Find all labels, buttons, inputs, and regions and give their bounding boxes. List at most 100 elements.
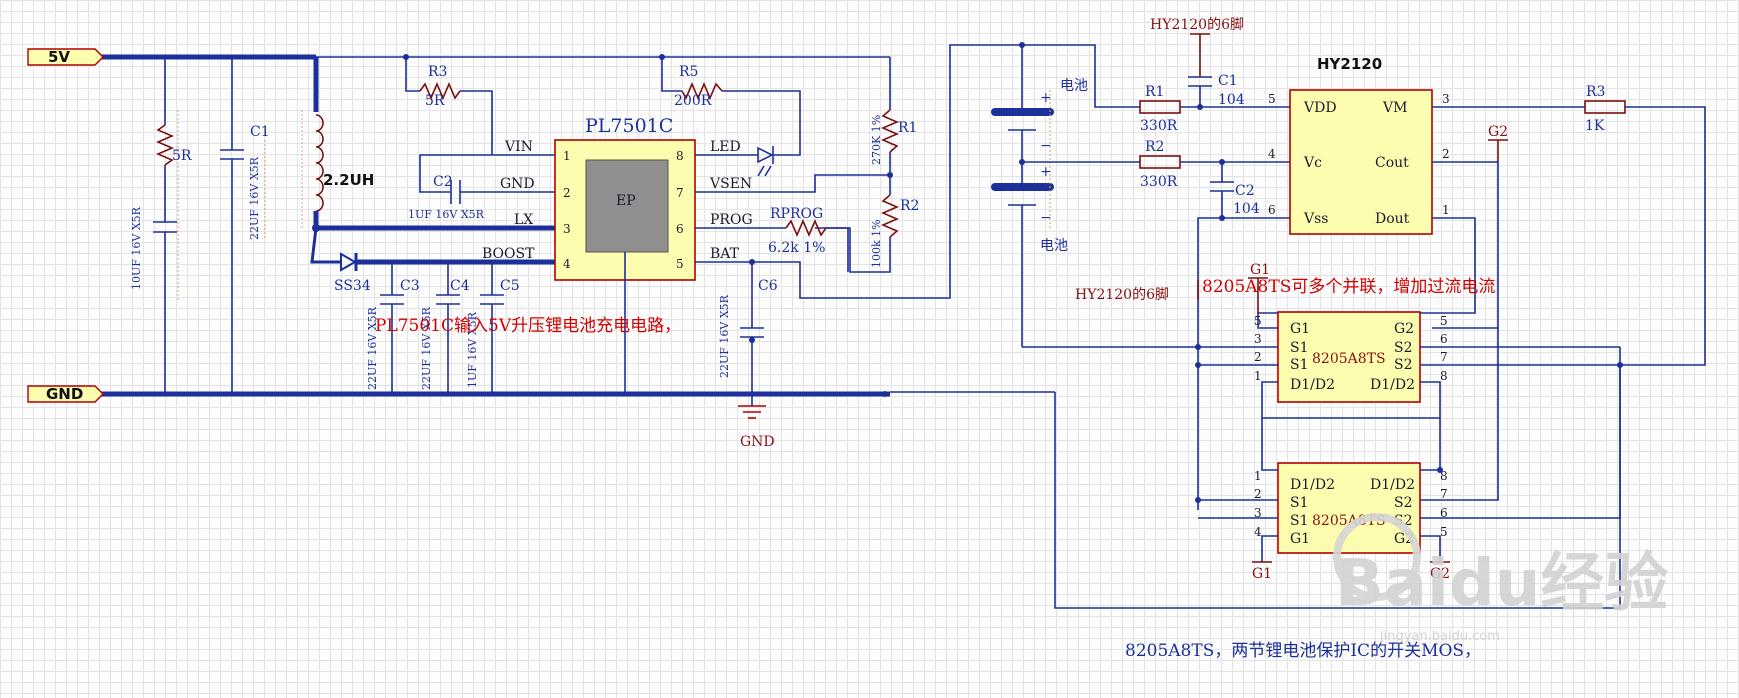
mosA-p2: 2 [1254, 350, 1262, 364]
mosA-s2a: S2 [1394, 340, 1413, 356]
watermark-brand: Baidu经验 [1335, 547, 1668, 621]
mosA-p3: 3 [1254, 332, 1262, 346]
chip1-title: PL7501C [585, 115, 673, 137]
hy-pin2-num: 2 [1442, 147, 1450, 161]
battery-top-label: 电池 [1060, 78, 1088, 94]
r3-right-value: 1K [1585, 118, 1605, 134]
cap-c1-left: C1 22UF 16V X5R [220, 57, 270, 394]
mosB-s1b: S1 [1290, 513, 1309, 529]
mosA-p7: 7 [1440, 350, 1448, 364]
mosB-p2: 2 [1254, 487, 1262, 501]
c-5v-value: 10UF 16V X5R [130, 206, 143, 290]
rprog-value: 6.2k 1% [768, 240, 825, 256]
hy-pin-dout: Dout [1375, 211, 1410, 227]
net-g2-top: G2 [1488, 124, 1508, 140]
c2-right-ref: C2 [1235, 183, 1255, 199]
c1-right-ref: C1 [1218, 73, 1238, 89]
net-hy-pin6-left: HY2120的6脚 [1075, 287, 1169, 303]
r1-left-ref: R1 [898, 120, 917, 136]
pin-lx: LX [514, 212, 533, 228]
net-g2-bottom: G2 [1430, 566, 1450, 582]
mosA-s1b: S1 [1290, 357, 1309, 373]
battery-pack: + − + − 电池 电池 [991, 42, 1088, 347]
mosA-p1: 1 [1254, 369, 1262, 383]
r5-ref: R5 [679, 64, 698, 80]
pin-prog: PROG [710, 212, 753, 228]
watermark-url: jingyan.baidu.com [1379, 629, 1500, 644]
hy-pin-vdd: VDD [1303, 100, 1337, 116]
cap-c5: C5 1UF 16V X5R [466, 262, 520, 394]
c1-right-value: 104 [1218, 92, 1245, 108]
r2-left-value: 100k 1% [870, 219, 883, 268]
mosA-s1a: S1 [1290, 340, 1309, 356]
pin7-num: 7 [676, 186, 684, 200]
r2-left-ref: R2 [900, 198, 919, 214]
pin1-num: 1 [563, 149, 571, 163]
bat2-minus: − [1040, 210, 1052, 226]
chip2-title: HY2120 [1317, 55, 1382, 73]
c1-left-ref: C1 [250, 124, 270, 140]
port-5v-label: 5V [48, 48, 70, 66]
vc-filter: R2 330R C2 104 [1019, 139, 1290, 218]
r1-right-value: 330R [1140, 118, 1178, 134]
bat1-minus: − [1040, 138, 1052, 154]
net-hy-pin6-top: HY2120的6脚 [1150, 17, 1244, 33]
pin6-num: 6 [676, 222, 684, 236]
mosA-s2b: S2 [1394, 357, 1413, 373]
port-gnd: GND [27, 385, 104, 403]
mosA-p5l: 5 [1254, 314, 1262, 328]
chip-hy2120: HY2120 5 4 6 VDD Vc Vss 3 2 1 VM Cout Do… [1268, 55, 1450, 235]
pin-boost: BOOST [482, 246, 535, 262]
inductor-l1: 2.2UH [301, 57, 374, 230]
hy-pin3-num: 3 [1442, 92, 1450, 106]
mosB-p6: 6 [1440, 506, 1448, 520]
pin3-num: 3 [563, 222, 571, 236]
pin4-num: 4 [563, 257, 571, 271]
bat2-plus: + [1040, 164, 1052, 180]
mosB-g1: G1 [1290, 531, 1310, 547]
pin5-num: 5 [676, 257, 684, 271]
mos-wiring: G1 G2 [1022, 328, 1623, 609]
pin-bat: BAT [710, 246, 740, 262]
c4-value: 22UF 16V X5R [420, 306, 433, 390]
r3-right-ref: R3 [1586, 84, 1605, 100]
mosA-g1: G1 [1290, 321, 1310, 337]
r3-left-ref: R3 [428, 64, 447, 80]
r2-right-ref: R2 [1145, 139, 1164, 155]
c6-ref: C6 [758, 278, 778, 294]
net-g1-top: G1 [1250, 262, 1270, 278]
hy-pin5-num: 5 [1268, 92, 1276, 106]
mosA-p6: 6 [1440, 332, 1448, 346]
c4-ref: C4 [450, 278, 470, 294]
lx-boost-wiring: SS34 [310, 224, 555, 294]
mosA-d1d2: D1/D2 [1290, 377, 1335, 393]
vdd-filter: HY2120的6脚 R1 330R C1 104 [1022, 17, 1290, 134]
r5-value: 200R [674, 93, 712, 109]
r1-right-ref: R1 [1145, 84, 1164, 100]
inductor-value: 2.2UH [323, 171, 374, 189]
diode-ref: SS34 [334, 278, 371, 294]
hy-pin-vc: Vc [1303, 155, 1322, 171]
c5-ref: C5 [500, 278, 520, 294]
note-mos-parallel: 8205A8TS可多个并联，增加过流电流 [1202, 277, 1495, 297]
vm-sense: R3 1K [1432, 84, 1706, 366]
port-5v: 5V [27, 48, 104, 66]
c3-value: 22UF 16V X5R [366, 306, 379, 390]
r-5v-value: 5R [172, 148, 192, 164]
mosA-p8: 8 [1440, 369, 1448, 383]
resistor-rprog: RPROG 6.2k 1% [695, 206, 849, 272]
led-r5: R5 200R [659, 54, 801, 177]
mosA-d1d2-r: D1/D2 [1370, 377, 1415, 393]
pin-vsen: VSEN [709, 176, 752, 192]
note-boost-circuit: PL7501C输入5V升压锂电池充电电路， [375, 316, 681, 336]
watermark: Baidu经验 jingyan.baidu.com [1333, 513, 1668, 644]
resistor-r3-left: R3 5R [403, 54, 493, 155]
mos-bottom: D1/D2 S1 S1 G1 D1/D2 S2 S2 G2 1 2 3 4 8 … [1254, 462, 1448, 554]
pin-gnd: GND [500, 176, 535, 192]
vsen-divider: R1 270K 1% R2 100k 1% [695, 57, 919, 273]
hy-pin-vss: Vss [1303, 211, 1328, 227]
pin8-num: 8 [676, 149, 684, 163]
c2-left-value: 1UF 16V X5R [408, 208, 485, 221]
r3-left-value: 5R [425, 93, 445, 109]
